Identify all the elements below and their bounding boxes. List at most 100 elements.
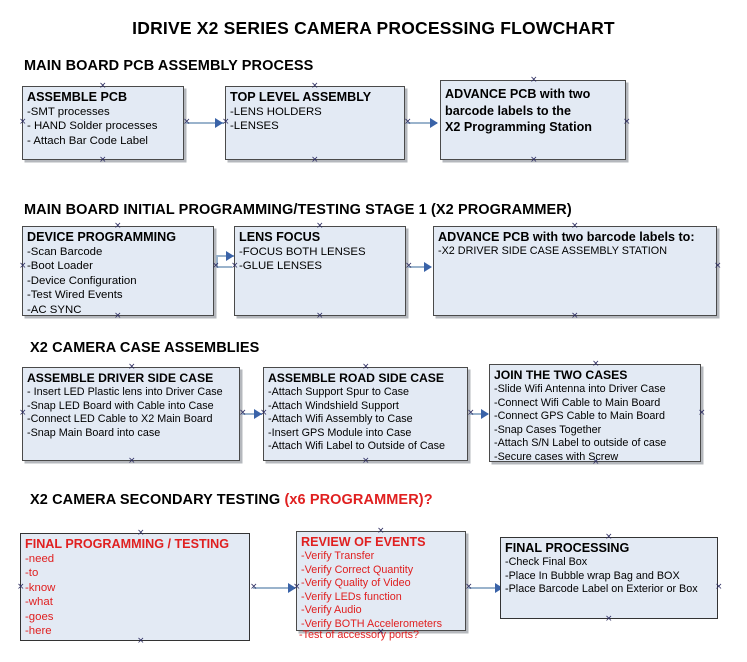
connection-handle[interactable] bbox=[592, 459, 599, 466]
connection-handle[interactable] bbox=[128, 364, 135, 371]
box-line: -Attach Wifi Label to Outside of Case bbox=[268, 440, 446, 453]
box-assemble-road-side-case[interactable]: ASSEMBLE ROAD SIDE CASE -Attach Support … bbox=[263, 367, 468, 461]
connector-arrowhead bbox=[288, 583, 296, 593]
connector-arrowhead bbox=[254, 409, 262, 419]
connection-handle[interactable] bbox=[530, 77, 537, 84]
section-heading-4: X2 CAMERA SECONDARY TESTING (x6 PROGRAMM… bbox=[30, 492, 433, 508]
box-line: - Attach Bar Code Label bbox=[27, 134, 148, 147]
box-final-processing[interactable]: FINAL PROCESSING -Check Final Box -Place… bbox=[500, 537, 718, 619]
connection-handle[interactable] bbox=[605, 534, 612, 541]
box-final-programming-testing[interactable]: FINAL PROGRAMMING / TESTING -need -to -k… bbox=[20, 533, 250, 641]
connector-arrowhead bbox=[481, 409, 489, 419]
connection-handle[interactable] bbox=[19, 263, 26, 270]
connection-handle[interactable] bbox=[99, 157, 106, 164]
connection-handle[interactable] bbox=[377, 629, 384, 636]
connection-handle[interactable] bbox=[316, 223, 323, 230]
box-title: TOP LEVEL ASSEMBLY bbox=[230, 90, 372, 104]
connection-handle[interactable] bbox=[231, 263, 238, 270]
connection-handle[interactable] bbox=[137, 530, 144, 537]
section-heading-2: MAIN BOARD INITIAL PROGRAMMING/TESTING S… bbox=[24, 202, 572, 218]
box-line: -Attach Support Spur to Case bbox=[268, 386, 410, 398]
connection-handle[interactable] bbox=[404, 119, 411, 126]
connection-handle[interactable] bbox=[698, 410, 705, 417]
connection-handle[interactable] bbox=[362, 458, 369, 465]
connection-handle[interactable] bbox=[571, 313, 578, 320]
connection-handle[interactable] bbox=[715, 584, 722, 591]
box-line: -Verify BOTH Accelerometers bbox=[301, 617, 442, 630]
box-assemble-pcb[interactable]: ASSEMBLE PCB -SMT processes - HAND Solde… bbox=[22, 86, 184, 160]
connection-handle[interactable] bbox=[19, 410, 26, 417]
section-heading-text: X2 CAMERA SECONDARY TESTING bbox=[30, 492, 285, 508]
connection-handle[interactable] bbox=[137, 638, 144, 645]
connection-handle[interactable] bbox=[605, 616, 612, 623]
box-lens-focus[interactable]: LENS FOCUS -FOCUS BOTH LENSES -GLUE LENS… bbox=[234, 226, 406, 316]
box-title: ASSEMBLE ROAD SIDE CASE bbox=[268, 371, 445, 385]
connection-handle[interactable] bbox=[571, 223, 578, 230]
connector-arrowhead bbox=[424, 262, 432, 272]
box-line: - HAND Solder processes bbox=[27, 120, 158, 133]
box-device-programming[interactable]: DEVICE PROGRAMMING -Scan Barcode -Boot L… bbox=[22, 226, 214, 316]
box-line: -Verify Transfer bbox=[301, 550, 375, 562]
box-title: ADVANCE PCB with two bbox=[445, 87, 591, 101]
connection-handle[interactable] bbox=[250, 584, 257, 591]
connection-handle[interactable] bbox=[311, 83, 318, 90]
connection-handle[interactable] bbox=[316, 313, 323, 320]
connection-handle[interactable] bbox=[623, 119, 630, 126]
box-line: -GLUE LENSES bbox=[239, 260, 322, 273]
box-join-the-two-cases[interactable]: JOIN THE TWO CASES -Slide Wifi Antenna i… bbox=[489, 364, 701, 463]
box-line: -X2 DRIVER SIDE CASE ASSEMBLY STATION bbox=[438, 245, 667, 257]
box-line: -LENSES bbox=[230, 120, 279, 133]
connection-handle[interactable] bbox=[239, 410, 246, 417]
box-advance-pcb-driver-side[interactable]: ADVANCE PCB with two barcode labels to: … bbox=[433, 226, 717, 316]
box-line: -Snap LED Board with Cable into Case bbox=[27, 399, 214, 412]
connection-handle[interactable] bbox=[183, 119, 190, 126]
connection-handle[interactable] bbox=[714, 263, 721, 270]
connector-elbow bbox=[216, 255, 234, 257]
connection-handle[interactable] bbox=[99, 83, 106, 90]
connection-handle[interactable] bbox=[128, 458, 135, 465]
connection-handle[interactable] bbox=[592, 361, 599, 368]
connection-handle[interactable] bbox=[114, 313, 121, 320]
box-title: LENS FOCUS bbox=[239, 230, 321, 244]
connection-handle[interactable] bbox=[530, 157, 537, 164]
box-line: -Boot Loader bbox=[27, 260, 93, 273]
box-line: -Verify Audio bbox=[301, 604, 362, 617]
box-line: -goes bbox=[25, 610, 54, 623]
box-title: X2 Programming Station bbox=[445, 120, 592, 134]
connection-handle[interactable] bbox=[114, 223, 121, 230]
connection-handle[interactable] bbox=[260, 410, 267, 417]
box-advance-pcb-programming-station[interactable]: ADVANCE PCB with two barcode labels to t… bbox=[440, 80, 626, 160]
connection-handle[interactable] bbox=[465, 584, 472, 591]
connection-handle[interactable] bbox=[222, 119, 229, 126]
section-heading-1: MAIN BOARD PCB ASSEMBLY PROCESS bbox=[24, 58, 314, 74]
connection-handle[interactable] bbox=[467, 410, 474, 417]
box-line: -SMT processes bbox=[27, 106, 110, 118]
box-line: -know bbox=[25, 581, 56, 594]
connection-handle[interactable] bbox=[17, 584, 24, 591]
connection-handle[interactable] bbox=[377, 528, 384, 535]
connection-handle[interactable] bbox=[19, 119, 26, 126]
box-line: - Insert LED Plastic lens into Driver Ca… bbox=[27, 386, 223, 398]
connector-arrow bbox=[242, 413, 262, 415]
box-title: REVIEW OF EVENTS bbox=[301, 535, 426, 549]
connection-handle[interactable] bbox=[212, 263, 219, 270]
box-title: JOIN THE TWO CASES bbox=[494, 368, 628, 382]
box-line: -Connect Wifi Cable to Main Board bbox=[494, 396, 661, 409]
box-line: -Secure cases with Screw bbox=[494, 450, 619, 463]
box-top-level-assembly[interactable]: TOP LEVEL ASSEMBLY -LENS HOLDERS -LENSES bbox=[225, 86, 405, 160]
page-title: IDRIVE X2 SERIES CAMERA PROCESSING FLOWC… bbox=[132, 18, 615, 38]
box-review-of-events[interactable]: REVIEW OF EVENTS -Verify Transfer -Verif… bbox=[296, 531, 466, 631]
box-title: FINAL PROCESSING bbox=[505, 541, 630, 555]
box-title: FINAL PROGRAMMING / TESTING bbox=[25, 537, 230, 551]
connection-handle[interactable] bbox=[362, 364, 369, 371]
box-title: DEVICE PROGRAMMING bbox=[27, 230, 177, 244]
box-line: -LENS HOLDERS bbox=[230, 106, 322, 118]
connection-handle[interactable] bbox=[311, 157, 318, 164]
connector-arrowhead bbox=[495, 583, 503, 593]
connection-handle[interactable] bbox=[293, 584, 300, 591]
connection-handle[interactable] bbox=[405, 263, 412, 270]
box-line: -Verify Correct Quantity bbox=[301, 563, 414, 576]
section-heading-accent: (x6 PROGRAMMER)? bbox=[284, 492, 433, 508]
box-line: -Test Wired Events bbox=[27, 289, 123, 302]
box-assemble-driver-side-case[interactable]: ASSEMBLE DRIVER SIDE CASE - Insert LED P… bbox=[22, 367, 240, 461]
